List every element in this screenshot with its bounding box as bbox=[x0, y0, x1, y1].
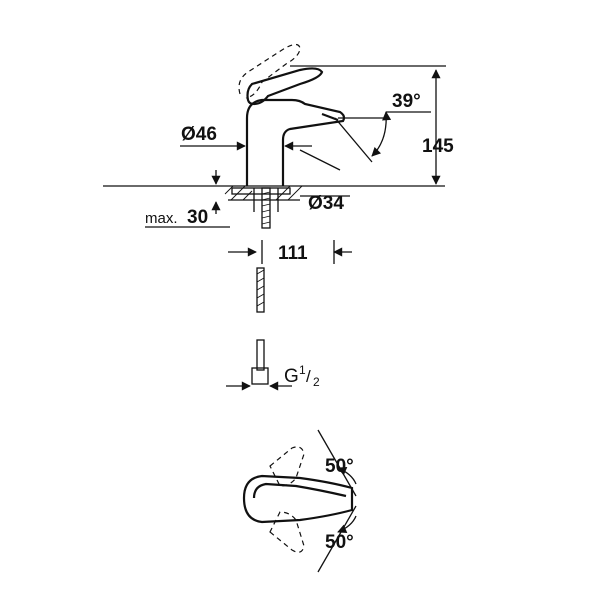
connection-subscript: 2 bbox=[313, 375, 320, 389]
hole-diameter-label: Ø34 bbox=[308, 193, 344, 214]
lever-top-line bbox=[252, 482, 347, 499]
connection-g: G bbox=[284, 366, 299, 387]
hose-braid bbox=[256, 269, 265, 307]
reach-leader bbox=[299, 149, 341, 171]
connection-label: G 1 / 2 bbox=[284, 363, 320, 389]
max-thickness-prefix: max. bbox=[145, 210, 178, 227]
connection-superscript: 1 bbox=[299, 363, 306, 377]
height-label: 145 bbox=[422, 136, 454, 157]
lever-open-position bbox=[238, 43, 301, 99]
rotation-bottom-label: 50° bbox=[325, 532, 354, 553]
max-thickness-value: 30 bbox=[187, 207, 208, 228]
lever-left-position bbox=[269, 446, 305, 487]
rotation-arc-bottom bbox=[337, 515, 357, 533]
faucet-top-outline bbox=[242, 474, 354, 524]
rod-threads bbox=[261, 191, 271, 225]
rotation-ray-top bbox=[317, 429, 357, 497]
body-diameter-label: Ø46 bbox=[181, 124, 217, 145]
side-view bbox=[103, 43, 446, 391]
rotation-arc-top bbox=[337, 467, 357, 485]
top-view bbox=[242, 429, 357, 573]
faucet-body bbox=[245, 98, 346, 186]
rotation-ray-bottom bbox=[317, 505, 357, 573]
hose-end bbox=[256, 339, 265, 371]
reach-label: 111 bbox=[278, 243, 308, 264]
connection-slash: / bbox=[306, 367, 311, 386]
mounting-plate bbox=[231, 187, 291, 195]
rotation-top-label: 50° bbox=[325, 456, 354, 477]
threaded-rod bbox=[261, 187, 271, 229]
spout-angle-label: 39° bbox=[392, 91, 421, 112]
angle-arc bbox=[371, 111, 392, 157]
angle-ray-lower bbox=[334, 117, 373, 163]
lever-right-position bbox=[269, 511, 305, 553]
lever-closed bbox=[246, 67, 324, 106]
hose-nut bbox=[251, 367, 269, 385]
